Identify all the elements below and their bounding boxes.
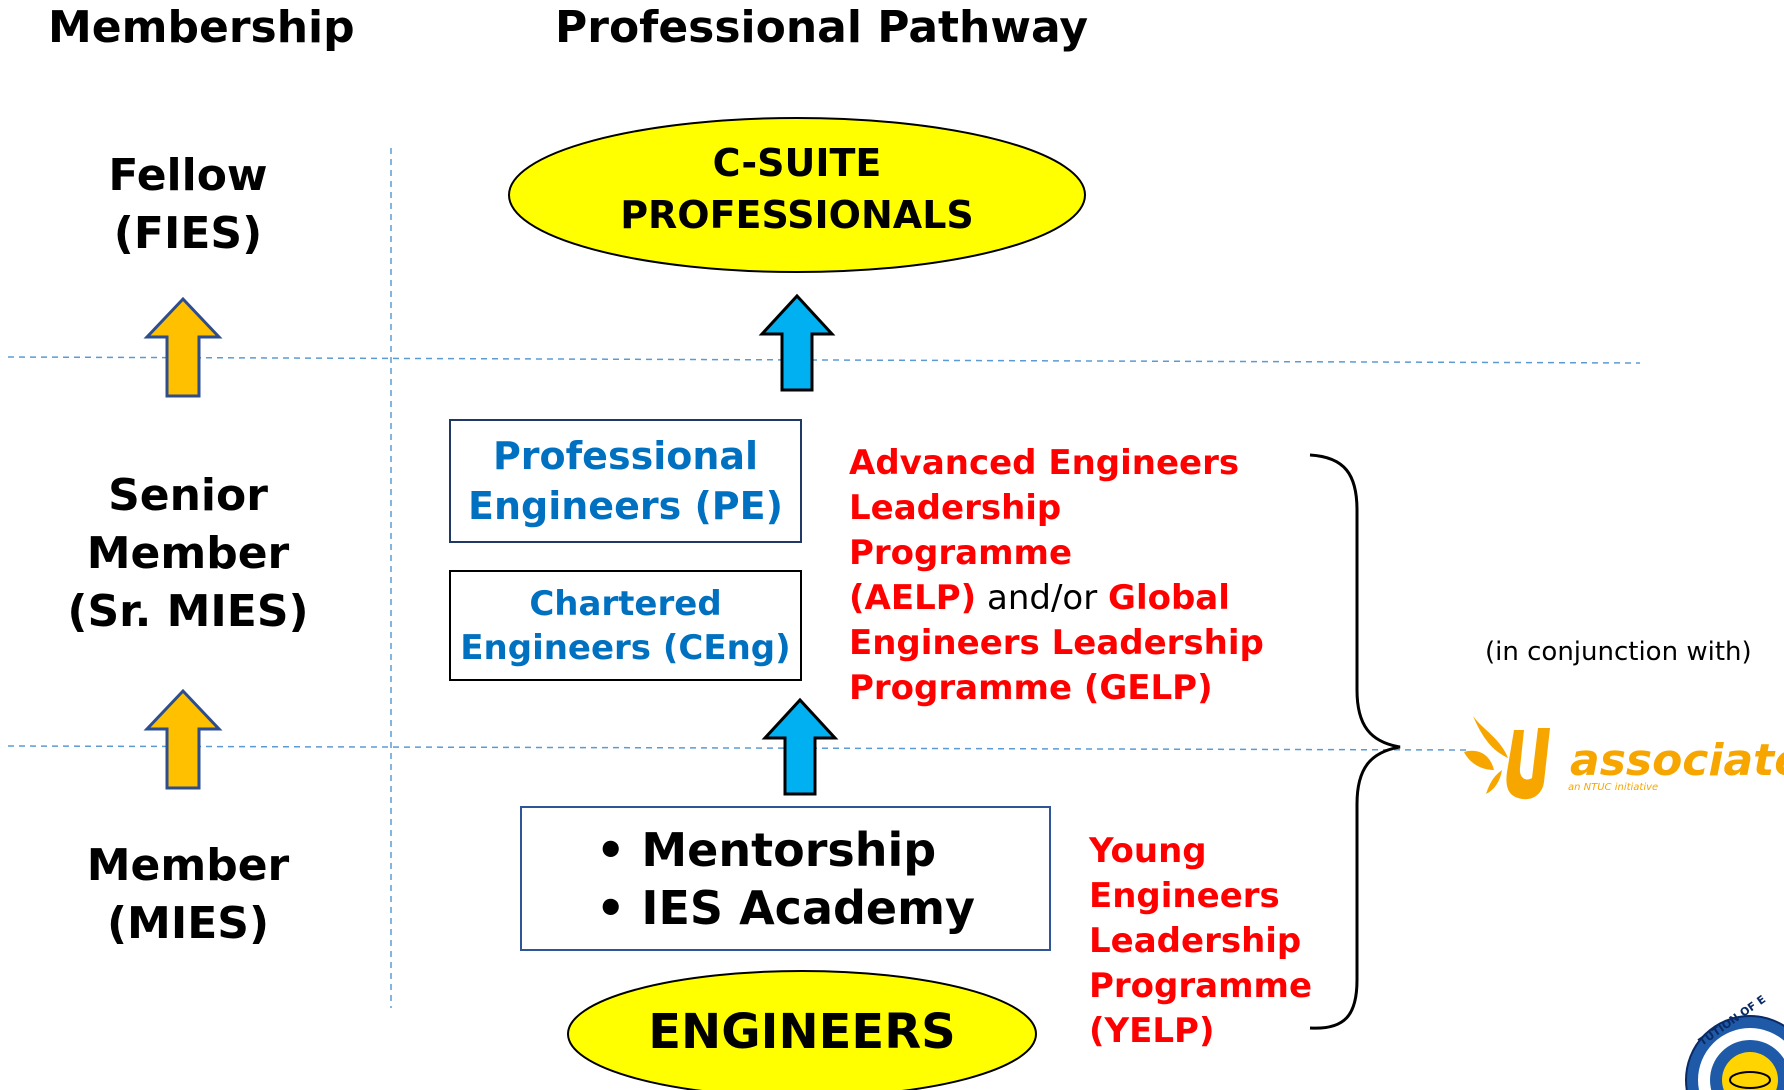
level-senior-line3: (Sr. MIES)	[67, 586, 309, 637]
support-item-mentorship: • Mentorship	[596, 821, 975, 879]
csuite-line2: PROFESSIONALS	[620, 193, 974, 237]
bullet-icon: •	[595, 880, 642, 935]
support-box: • Mentorship • IES Academy	[520, 806, 1051, 951]
associate-logo-text: associate	[1570, 735, 1784, 786]
horizontal-divider-upper	[7, 356, 1641, 364]
engineers-ellipse	[567, 970, 1037, 1090]
yelp-line2: Engineers	[1089, 876, 1280, 916]
aelp-line2: Leadership Programme	[849, 488, 1073, 573]
and-or-text: and/or	[976, 578, 1109, 618]
csuite-ellipse	[508, 117, 1086, 273]
gelp-line5: Programme (GELP)	[849, 668, 1213, 708]
pathway-arrow-upper	[758, 293, 836, 392]
global-text: Global	[1108, 578, 1230, 618]
yelp-line5: (YELP)	[1089, 1011, 1215, 1051]
aelp-abbrev: (AELP)	[849, 578, 977, 618]
horizontal-divider-lower	[7, 745, 1471, 751]
level-fellow-line1: Fellow	[108, 150, 268, 201]
level-senior-line1: Senior	[108, 470, 268, 521]
membership-header: Membership	[48, 2, 355, 53]
level-fellow-line2: (FIES)	[113, 208, 263, 259]
curly-brace	[1309, 453, 1401, 1030]
aelp-line3: (AELP) and/or Global	[849, 576, 1289, 621]
support-item-ies-academy: • IES Academy	[596, 879, 975, 937]
bullet-icon: •	[595, 822, 642, 877]
pe-box: Professional Engineers (PE)	[449, 419, 802, 543]
support-item-mentorship-label: Mentorship	[641, 822, 937, 877]
csuite-label: C-SUITE PROFESSIONALS	[557, 137, 1037, 241]
level-senior-line2: Member	[86, 528, 290, 579]
yelp-line4: Programme	[1089, 966, 1313, 1006]
yelp-line1: Young	[1089, 831, 1207, 871]
ies-seal-logo: TUTION OF E	[1685, 993, 1784, 1090]
partner-note: (in conjunction with)	[1485, 637, 1752, 667]
pathway-header: Professional Pathway	[555, 2, 1089, 53]
pathway-arrow-lower	[761, 697, 839, 796]
level-senior-member: Senior Member (Sr. MIES)	[58, 467, 318, 641]
yelp-line3: Leadership	[1089, 921, 1302, 961]
level-member-line2: (MIES)	[106, 898, 270, 949]
aelp-gelp-programme: Advanced Engineers Leadership Programme …	[849, 441, 1289, 711]
ceng-line2: Engineers (CEng)	[460, 627, 791, 668]
membership-arrow-upper	[143, 296, 223, 398]
associate-logo-icon	[1464, 716, 1550, 800]
pe-line2: Engineers (PE)	[468, 484, 783, 528]
yelp-programme: Young Engineers Leadership Programme (YE…	[1089, 829, 1319, 1054]
level-member: Member (MIES)	[78, 837, 298, 953]
ceng-line1: Chartered	[529, 583, 722, 624]
engineers-label: ENGINEERS	[648, 1004, 956, 1060]
pe-line1: Professional	[492, 434, 759, 478]
membership-arrow-lower	[143, 688, 223, 790]
level-fellow: Fellow (FIES)	[88, 147, 288, 263]
aelp-line1: Advanced Engineers	[849, 443, 1240, 483]
level-member-line1: Member	[86, 840, 290, 891]
support-item-ies-academy-label: IES Academy	[641, 880, 976, 935]
csuite-line1: C-SUITE	[712, 141, 882, 185]
associate-logo-tagline: an NTUC initiative	[1568, 782, 1658, 793]
ceng-box: Chartered Engineers (CEng)	[449, 570, 802, 681]
gelp-line4: Engineers Leadership	[849, 623, 1264, 663]
